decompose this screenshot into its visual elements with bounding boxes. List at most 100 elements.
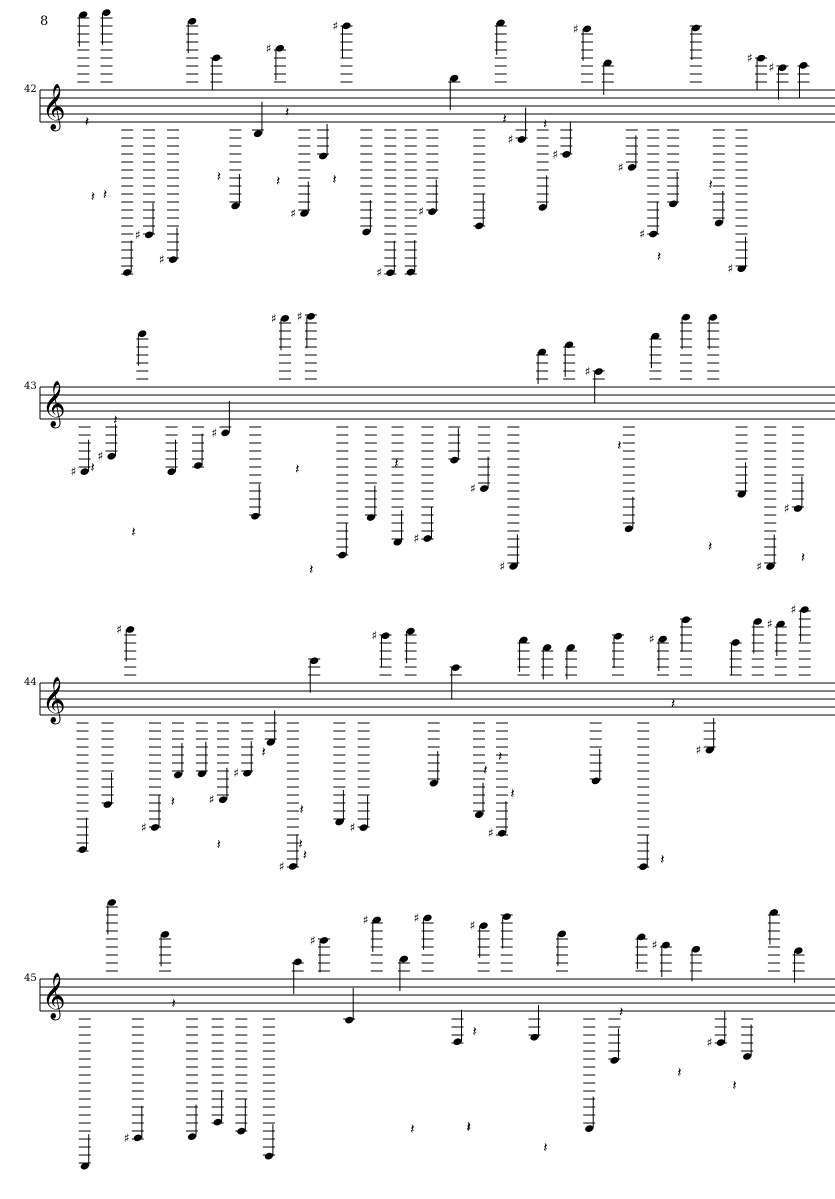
music-system: 43𝄞♯♯♯♯♯♯♯♯♯♯♯𝄽𝄽𝄽𝄽𝄽𝄽𝄽𝄽𝄽	[0, 309, 835, 607]
note: ♯	[618, 129, 638, 174]
sharp-icon: ♯	[271, 311, 277, 325]
staff-svg: 𝄞♯♯♯♯♯♯♯♯♯♯♯♯𝄽𝄽𝄽𝄽𝄽𝄽𝄽𝄽𝄽𝄽𝄽	[39, 603, 835, 873]
note	[635, 933, 648, 972]
note: ♯	[707, 1010, 727, 1050]
note: ♯	[470, 426, 491, 496]
sharp-icon: ♯	[413, 532, 419, 546]
note: ♯	[297, 309, 317, 380]
quarter-rest-icon: 𝄽	[131, 525, 135, 541]
quarter-rest-icon: 𝄽	[801, 550, 805, 566]
note	[473, 722, 486, 819]
sharp-icon: ♯	[211, 426, 217, 440]
sharp-icon: ♯	[310, 933, 316, 947]
music-system: 42𝄞♯♯♯♯♯♯♯♯♯♯♯♯♯♯♯𝄽𝄽𝄽𝄽𝄽𝄽𝄽𝄽𝄽𝄽𝄽	[0, 9, 835, 310]
note	[404, 627, 417, 676]
note: ♯	[350, 722, 370, 835]
note	[707, 314, 720, 380]
sharp-icon: ♯	[116, 622, 122, 636]
note: ♯	[585, 365, 605, 404]
quarter-rest-icon: 𝄽	[619, 1004, 623, 1020]
note	[397, 955, 410, 991]
sharp-icon: ♯	[488, 826, 494, 840]
staff-svg: 𝄞♯♯♯♯♯♯♯♯♯♯♯𝄽𝄽𝄽𝄽𝄽𝄽𝄽𝄽𝄽	[39, 309, 835, 578]
sharp-icon: ♯	[159, 253, 165, 267]
note	[690, 945, 703, 982]
music-system: 44𝄞♯♯♯♯♯♯♯♯♯♯♯♯𝄽𝄽𝄽𝄽𝄽𝄽𝄽𝄽𝄽𝄽𝄽	[0, 603, 835, 903]
note	[192, 426, 205, 469]
staff-svg: 𝄞♯♯♯♯♯♯♯𝄽𝄽𝄽𝄽𝄽𝄽𝄽𝄽𝄽	[39, 899, 835, 1170]
note	[448, 426, 461, 464]
note	[249, 426, 262, 520]
note	[680, 313, 693, 380]
sharp-icon: ♯	[768, 61, 774, 75]
note: ♯	[266, 41, 286, 83]
note	[536, 348, 549, 385]
note: ♯	[209, 722, 229, 807]
quarter-rest-icon: 𝄽	[467, 1120, 471, 1136]
quarter-rest-icon: 𝄽	[91, 189, 95, 205]
sharp-icon: ♯	[290, 206, 296, 220]
note: ♯	[791, 603, 811, 676]
sharp-icon: ♯	[209, 793, 215, 807]
quarter-rest-icon: 𝄽	[660, 852, 664, 868]
note	[165, 426, 178, 476]
sharp-icon: ♯	[707, 1036, 713, 1050]
note: ♯	[310, 933, 331, 973]
sharp-icon: ♯	[97, 449, 103, 463]
note	[583, 1018, 596, 1132]
note	[308, 657, 321, 693]
quarter-rest-icon: 𝄽	[85, 114, 89, 130]
note	[679, 616, 692, 676]
note: ♯	[116, 622, 137, 676]
note	[494, 19, 507, 83]
note	[100, 9, 113, 83]
treble-clef-icon: 𝄞	[42, 973, 66, 1021]
note	[500, 913, 513, 972]
quarter-rest-icon: 𝄽	[617, 438, 621, 454]
note: ♯	[271, 311, 291, 380]
sharp-icon: ♯	[363, 913, 369, 927]
quarter-rest-icon: 𝄽	[113, 412, 117, 428]
quarter-rest-icon: 𝄽	[332, 172, 336, 188]
quarter-rest-icon: 𝄽	[677, 1065, 681, 1081]
note: ♯	[159, 129, 180, 267]
quarter-rest-icon: 𝄽	[217, 837, 221, 853]
sharp-icon: ♯	[727, 262, 733, 276]
sharp-icon: ♯	[233, 766, 239, 780]
note	[649, 332, 662, 380]
note: ♯	[141, 722, 162, 834]
quarter-rest-icon: 𝄽	[217, 169, 221, 185]
note	[589, 722, 602, 785]
note	[121, 129, 134, 276]
sharp-icon: ♯	[418, 205, 424, 219]
quarter-rest-icon: 𝄽	[103, 187, 107, 203]
note	[451, 1009, 464, 1046]
staff-svg: 𝄞♯♯♯♯♯♯♯♯♯♯♯♯♯♯♯𝄽𝄽𝄽𝄽𝄽𝄽𝄽𝄽𝄽𝄽𝄽	[39, 9, 835, 280]
note	[612, 632, 625, 676]
sharp-icon: ♯	[585, 365, 591, 379]
note	[229, 129, 242, 210]
sharp-icon: ♯	[756, 560, 762, 574]
note: ♯	[71, 426, 91, 479]
quarter-rest-icon: 𝄽	[262, 745, 266, 761]
music-system: 45𝄞♯♯♯♯♯♯♯𝄽𝄽𝄽𝄽𝄽𝄽𝄽𝄽𝄽	[0, 899, 835, 1199]
note: ♯	[279, 722, 299, 873]
note: ♯	[499, 426, 520, 573]
note	[608, 1018, 621, 1064]
note	[317, 124, 330, 160]
measure-number: 42	[24, 84, 37, 95]
sharp-icon: ♯	[552, 147, 558, 161]
note	[333, 722, 346, 826]
note	[712, 129, 725, 227]
note: ♯	[696, 718, 716, 757]
note	[517, 636, 530, 676]
sharp-icon: ♯	[649, 632, 655, 646]
note	[264, 710, 277, 746]
note: ♯	[333, 19, 353, 83]
note	[751, 618, 764, 676]
sharp-icon: ♯	[499, 559, 505, 573]
sharp-icon: ♯	[470, 482, 476, 496]
note: ♯	[233, 722, 254, 780]
sharp-icon: ♯	[71, 465, 77, 479]
note	[76, 722, 89, 853]
